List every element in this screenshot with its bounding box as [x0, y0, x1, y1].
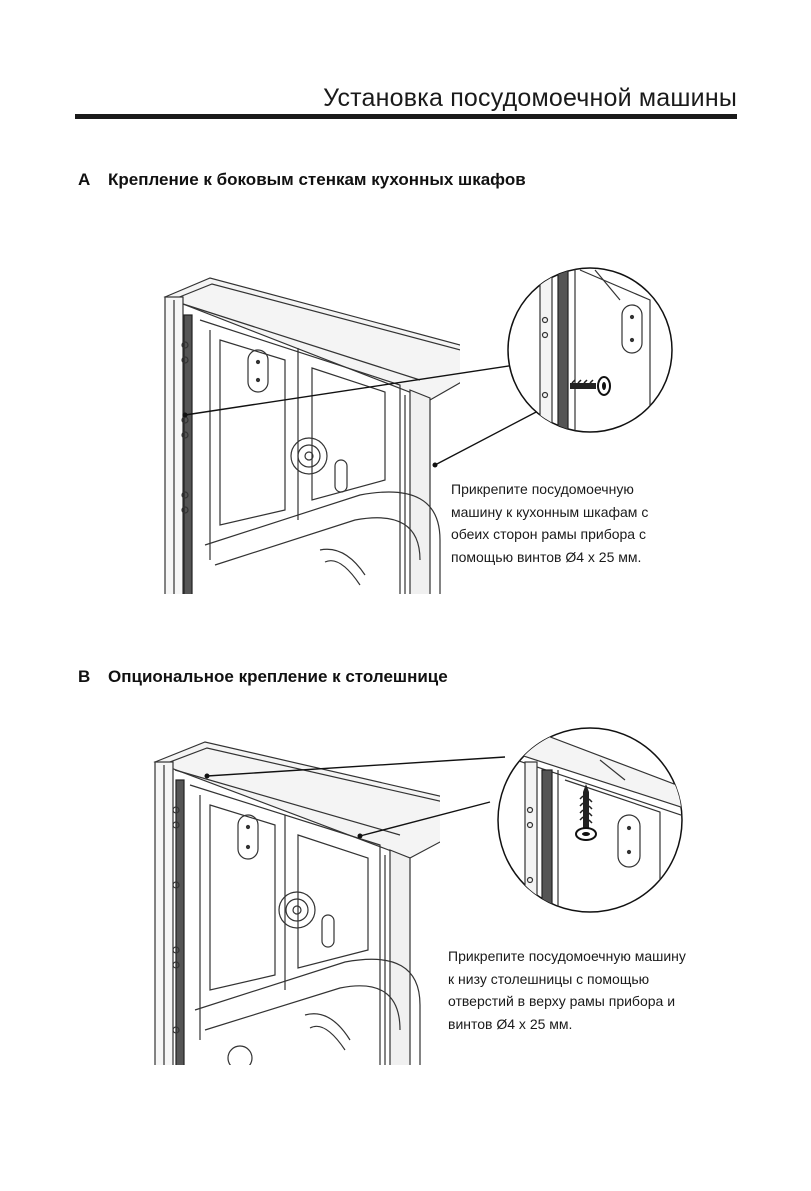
section-a-heading: Крепление к боковым стенкам кухонных шка…: [108, 170, 526, 189]
leader-lines-a: [184, 364, 541, 466]
screw-icon-b: [575, 784, 597, 841]
header-rule: [75, 114, 737, 119]
leader-dot-a1: [182, 412, 188, 418]
section-b-title: B Опциональное крепление к столешнице: [78, 667, 448, 687]
caption-line: обеих сторон рамы прибора с: [451, 526, 646, 542]
caption-line: винтов Ø4 x 25 мм.: [448, 1015, 573, 1032]
leader-dot-a2: [432, 462, 438, 468]
zoom-detail-a: [507, 267, 673, 433]
caption-line: к низу столешницы с помощью: [448, 970, 650, 987]
caption-line: машину к кухонным шкафам с: [451, 503, 649, 520]
dishwasher-frame-illustration-a: [163, 277, 460, 594]
caption-line: Прикрепите посудомоечную: [451, 481, 634, 497]
section-b-caption: Прикрепите посудомоечную машину к низу с…: [448, 945, 686, 1035]
section-a-letter: A: [78, 170, 91, 189]
dishwasher-frame-illustration-b: [153, 741, 440, 1065]
section-a-caption: Прикрепите посудомоечную машину к кухонн…: [451, 478, 648, 568]
zoom-detail-b: [497, 727, 683, 913]
section-b-heading: Опциональное крепление к столешнице: [108, 667, 448, 686]
caption-line: отверстий в верху рамы прибора и: [448, 993, 676, 1009]
section-b-letter: B: [78, 667, 91, 686]
section-a-title: A Крепление к боковым стенкам кухонных шк…: [78, 170, 526, 190]
leader-dot-b2: [357, 833, 363, 839]
leader-dot-b1: [204, 773, 210, 779]
caption-line: Прикрепите посудомоечную машину: [448, 948, 686, 964]
page-title: Установка посудомоечной машины: [323, 84, 737, 112]
screw-icon-a: [570, 376, 611, 396]
leader-lines-b: [206, 756, 506, 837]
caption-line: помощью винтов Ø4 x 25 мм.: [451, 548, 642, 565]
